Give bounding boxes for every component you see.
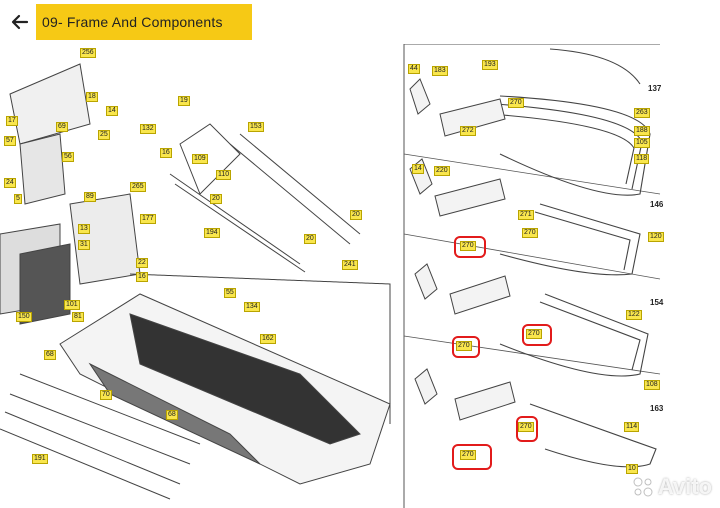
part-label: 162 <box>260 334 276 344</box>
part-label: 89 <box>84 192 96 202</box>
part-label: 122 <box>626 310 642 320</box>
part-label: 193 <box>482 60 498 70</box>
part-label: 194 <box>204 228 220 238</box>
part-label: 134 <box>244 302 260 312</box>
part-label: 120 <box>648 232 664 242</box>
part-label: 132 <box>140 124 156 134</box>
section-number: 146 <box>650 200 664 209</box>
part-label: 256 <box>80 48 96 58</box>
back-button[interactable] <box>6 8 34 36</box>
part-label: 101 <box>64 300 80 310</box>
watermark-text: Avito <box>657 474 712 499</box>
part-label: 153 <box>248 122 264 132</box>
part-label: 16 <box>136 272 148 282</box>
part-label: 24 <box>4 178 16 188</box>
part-label: 150 <box>16 312 32 322</box>
highlighted-part-label: 270 <box>456 341 472 351</box>
parts-drawing <box>0 44 661 508</box>
top-bar: 09- Frame And Components <box>0 0 720 44</box>
highlighted-part-label: 270 <box>518 422 534 432</box>
section-number: 154 <box>650 298 664 307</box>
part-label: 19 <box>178 96 190 106</box>
part-label: 18 <box>86 92 98 102</box>
arrow-left-icon <box>11 14 29 30</box>
part-label: 271 <box>518 210 534 220</box>
section-number: 163 <box>650 404 664 413</box>
part-label: 55 <box>224 288 236 298</box>
part-label: 241 <box>342 260 358 270</box>
part-label: 220 <box>434 166 450 176</box>
part-label: 114 <box>624 422 640 432</box>
part-label: 20 <box>304 234 316 244</box>
part-label: 70 <box>100 390 112 400</box>
part-label: 265 <box>130 182 146 192</box>
part-label: 183 <box>432 66 448 76</box>
part-label: 31 <box>78 240 90 250</box>
part-label: 68 <box>44 350 56 360</box>
highlight-callout <box>452 444 492 470</box>
part-label: 272 <box>460 126 476 136</box>
avito-watermark: Avito <box>632 474 712 500</box>
part-label: 69 <box>56 122 68 132</box>
part-label: 188 <box>634 126 650 136</box>
part-label: 17 <box>6 116 18 126</box>
part-label: 110 <box>216 170 232 180</box>
highlight-callout <box>522 324 552 346</box>
highlighted-part-label: 270 <box>460 450 476 460</box>
avito-logo-icon <box>633 477 653 497</box>
parts-diagram: 256 18 14 17 69 25 132 57 56 19 153 16 1… <box>0 44 720 508</box>
highlighted-part-label: 270 <box>526 329 542 339</box>
part-label: 20 <box>210 194 222 204</box>
page-title: 09- Frame And Components <box>36 4 252 40</box>
part-label: 14 <box>106 106 118 116</box>
part-label: 13 <box>78 224 90 234</box>
part-label: 118 <box>634 154 650 164</box>
section-number: 137 <box>648 84 662 93</box>
part-label: 25 <box>98 130 110 140</box>
highlight-callout <box>452 336 480 358</box>
part-label: 81 <box>72 312 84 322</box>
part-label: 22 <box>136 258 148 268</box>
part-label: 16 <box>160 148 172 158</box>
part-label: 105 <box>634 138 650 148</box>
part-label: 68 <box>166 410 178 420</box>
highlight-callout <box>454 236 486 258</box>
part-label: 57 <box>4 136 16 146</box>
highlight-callout <box>516 416 538 442</box>
highlighted-part-label: 270 <box>460 241 476 251</box>
part-label: 44 <box>408 64 420 74</box>
part-label: 270 <box>508 98 524 108</box>
part-label: 263 <box>634 108 650 118</box>
part-label: 10 <box>626 464 638 474</box>
part-label: 191 <box>32 454 48 464</box>
part-label: 270 <box>522 228 538 238</box>
part-label: 108 <box>644 380 660 390</box>
part-label: 5 <box>14 194 22 204</box>
part-label: 109 <box>192 154 208 164</box>
part-label: 14 <box>412 164 424 174</box>
part-label: 177 <box>140 214 156 224</box>
part-label: 56 <box>62 152 74 162</box>
part-label: 20 <box>350 210 362 220</box>
